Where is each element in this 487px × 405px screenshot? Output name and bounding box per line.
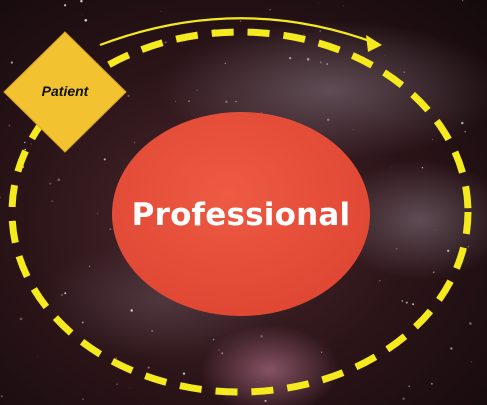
star: [80, 0, 83, 3]
star: [51, 200, 53, 202]
star: [402, 397, 405, 400]
star: [318, 2, 320, 4]
star: [133, 142, 136, 144]
star: [151, 330, 153, 332]
star: [289, 57, 292, 60]
star: [193, 114, 194, 116]
patient-node: [3, 31, 127, 153]
star: [239, 20, 242, 22]
star: [164, 41, 167, 44]
star: [0, 395, 3, 398]
star: [116, 383, 118, 385]
star: [174, 100, 177, 103]
star: [433, 271, 435, 273]
star: [6, 98, 7, 100]
star: [469, 322, 472, 325]
star: [225, 100, 228, 103]
star: [319, 61, 322, 64]
star: [403, 71, 405, 73]
star: [264, 399, 267, 402]
star: [447, 249, 450, 252]
star: [63, 4, 67, 7]
star: [64, 292, 67, 295]
professional-label: Professional: [131, 197, 351, 233]
star: [303, 34, 305, 36]
star: [401, 300, 404, 302]
star: [431, 383, 433, 385]
star: [352, 129, 354, 130]
star: [84, 18, 88, 22]
star: [464, 130, 466, 133]
star: [218, 349, 220, 351]
star: [461, 0, 464, 2]
direction-arrow-line: [99, 17, 379, 47]
star: [321, 351, 323, 353]
star: [327, 118, 330, 121]
star: [109, 228, 112, 231]
star: [390, 166, 392, 168]
star: [10, 61, 13, 64]
star: [235, 100, 237, 103]
patient-label: Patient: [41, 83, 89, 99]
star: [395, 247, 398, 250]
star: [221, 352, 224, 355]
star: [326, 63, 329, 65]
star: [19, 317, 23, 321]
star: [269, 9, 271, 11]
star: [60, 293, 64, 297]
star: [384, 54, 386, 56]
star: [129, 387, 131, 388]
star: [319, 30, 322, 32]
star: [224, 62, 227, 65]
star: [405, 301, 408, 304]
star: [342, 5, 344, 7]
star: [432, 138, 434, 141]
star: [96, 213, 99, 215]
star: [306, 58, 310, 61]
star: [256, 381, 258, 383]
star: [8, 124, 11, 127]
star: [0, 196, 1, 199]
star: [212, 338, 215, 341]
star: [24, 141, 26, 144]
star: [49, 182, 52, 185]
star: [379, 280, 381, 282]
star: [421, 166, 424, 169]
star: [81, 321, 84, 324]
star: [470, 361, 473, 363]
star: [412, 303, 415, 306]
star: [461, 121, 464, 125]
star: [450, 347, 453, 350]
star: [467, 246, 469, 248]
star: [160, 10, 162, 12]
star: [30, 143, 32, 145]
star: [435, 229, 436, 231]
star: [147, 366, 150, 369]
star: [24, 148, 27, 151]
orbit-dashed-ring: [8, 28, 472, 396]
star: [196, 89, 198, 92]
star: [127, 94, 130, 98]
star: [188, 100, 190, 102]
star: [260, 335, 263, 338]
professional-node: [112, 112, 370, 316]
star: [89, 265, 91, 267]
star: [81, 14, 83, 16]
star: [103, 158, 106, 161]
star: [57, 178, 61, 182]
star: [82, 398, 84, 400]
star: [182, 372, 186, 375]
star: [130, 309, 133, 312]
star: [408, 385, 410, 388]
star: [37, 356, 38, 358]
arrow-head-icon: [366, 35, 382, 52]
star: [115, 357, 118, 359]
